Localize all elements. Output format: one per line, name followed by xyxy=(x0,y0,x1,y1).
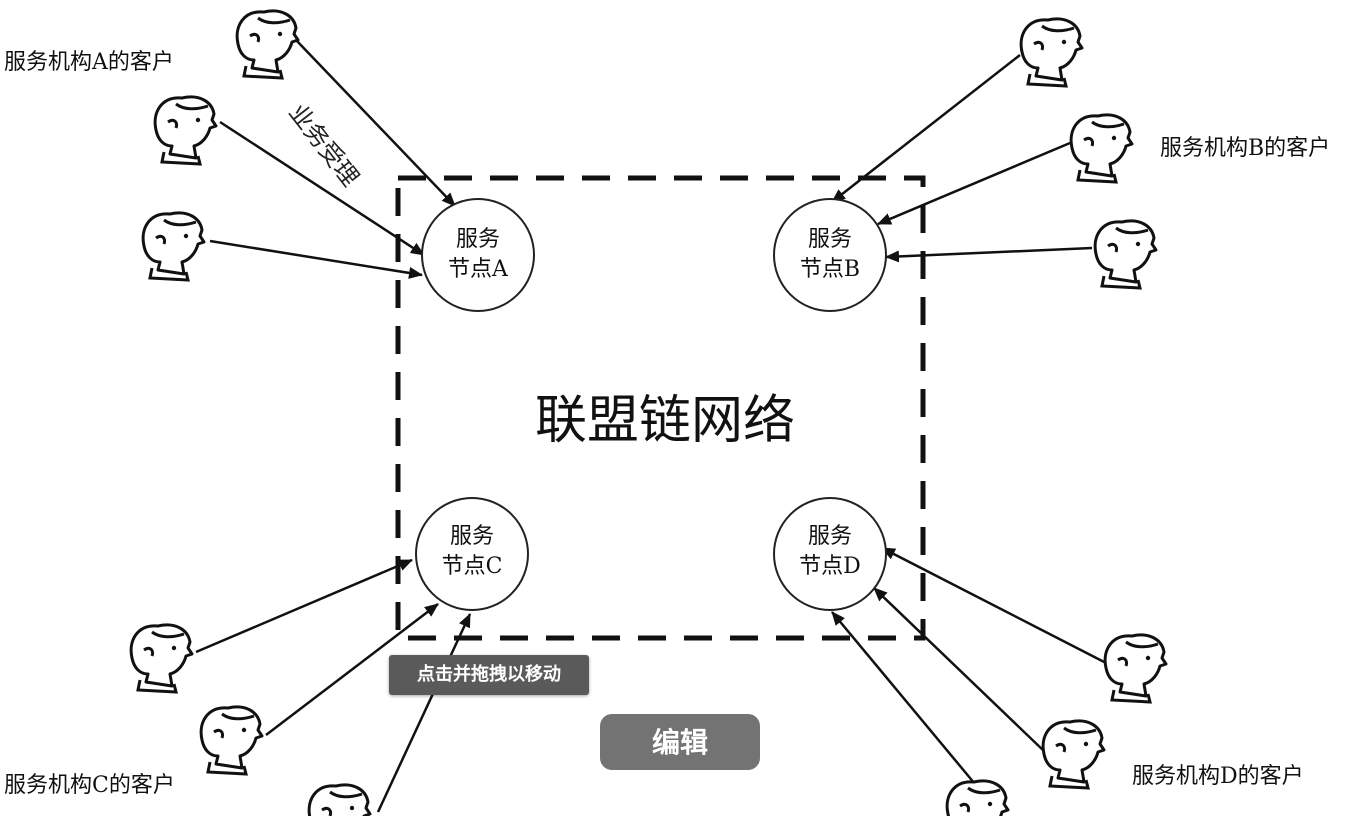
network-title: 联盟链网络 xyxy=(534,391,795,451)
client-arrow xyxy=(265,603,439,736)
client-arrow xyxy=(209,239,423,279)
edit-button[interactable]: 编辑 xyxy=(600,714,760,770)
client-arrow xyxy=(195,558,413,654)
person-head-icon xyxy=(129,623,194,694)
service-node-c-line2: 节点C xyxy=(441,554,503,579)
drag-tooltip: 点击并拖拽以移动 xyxy=(389,655,589,695)
service-node-a-line2: 节点A xyxy=(448,257,508,282)
person-head-icon xyxy=(1019,17,1084,88)
service-node-b: 服务 节点B xyxy=(790,225,870,285)
service-node-c: 服务 节点C xyxy=(432,522,512,582)
person-head-icon xyxy=(235,9,300,80)
client-group-label-a: 服务机构A的客户 xyxy=(4,50,174,75)
client-arrow xyxy=(295,39,456,207)
service-node-b-line1: 服务 xyxy=(807,227,852,252)
person-head-icon xyxy=(141,211,206,282)
service-node-d-circle xyxy=(773,497,887,611)
client-arrow xyxy=(831,54,1021,203)
client-arrow xyxy=(881,546,1111,667)
service-node-c-line1: 服务 xyxy=(449,524,494,549)
person-head-icon xyxy=(1069,113,1134,184)
person-head-icon xyxy=(199,705,264,776)
client-arrow xyxy=(831,611,976,785)
service-node-c-circle xyxy=(415,497,529,611)
service-node-d: 服务 节点D xyxy=(790,522,870,582)
client-group-label-c: 服务机构C的客户 xyxy=(4,773,175,798)
client-arrow xyxy=(885,246,1093,263)
person-head-icon xyxy=(945,779,1010,816)
person-head-icon xyxy=(307,783,372,816)
service-node-a-circle xyxy=(421,198,535,312)
service-node-b-line2: 节点B xyxy=(799,257,861,282)
client-arrow xyxy=(873,587,1046,753)
service-node-b-circle xyxy=(773,198,887,312)
client-group-label-d: 服务机构D的客户 xyxy=(1132,764,1304,789)
person-head-icon xyxy=(1103,633,1168,704)
client-arrow xyxy=(219,120,425,257)
client-group-label-b: 服务机构B的客户 xyxy=(1160,136,1331,161)
service-node-d-line1: 服务 xyxy=(807,524,852,549)
person-head-icon xyxy=(1041,719,1106,790)
service-node-a: 服务 节点A xyxy=(438,225,518,285)
person-head-icon xyxy=(153,95,218,166)
service-node-d-line2: 节点D xyxy=(799,554,861,579)
client-arrow xyxy=(376,613,472,813)
network-boundary xyxy=(395,175,926,641)
service-node-a-line1: 服务 xyxy=(455,227,500,252)
person-head-icon xyxy=(1093,219,1158,290)
client-arrow xyxy=(877,141,1071,226)
